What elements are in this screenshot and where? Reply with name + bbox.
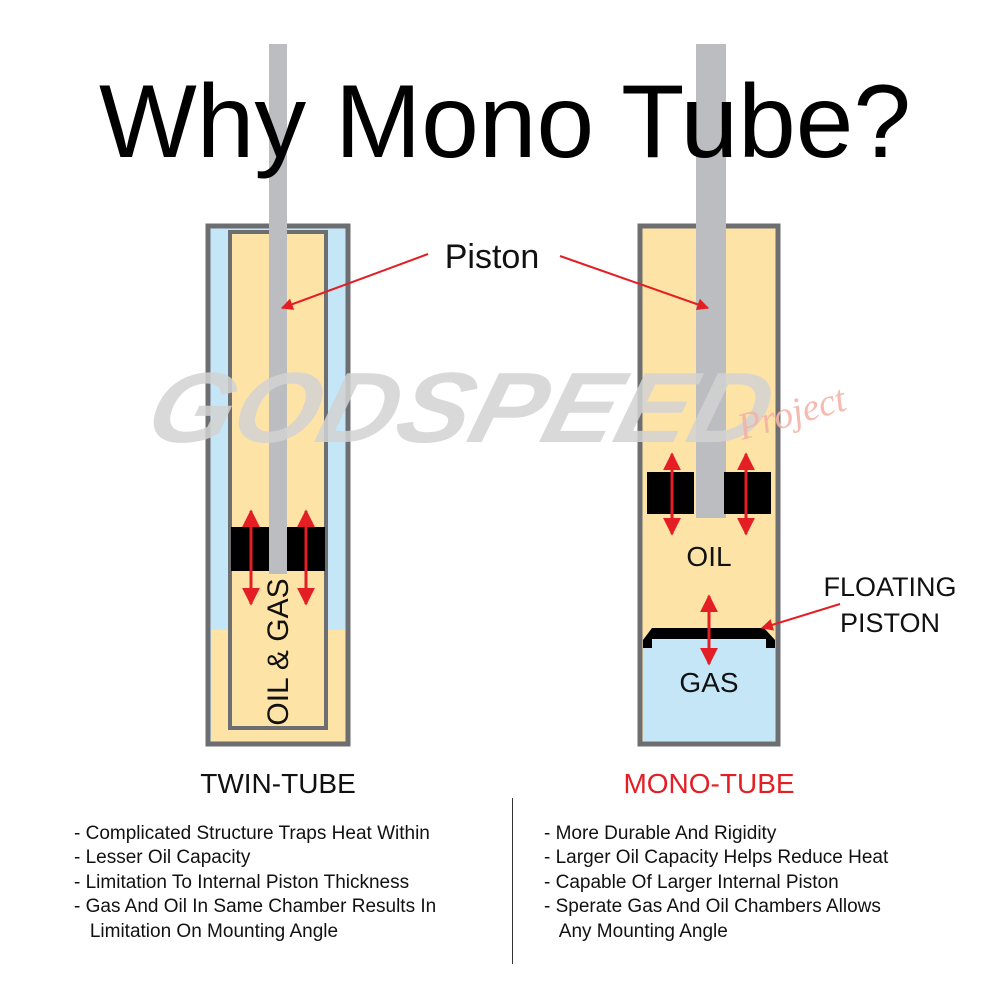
mono-point: - Larger Oil Capacity Helps Reduce Heat — [544, 847, 889, 869]
floating-piston-callout-arrow — [760, 603, 841, 631]
mono-point: Any Mounting Angle — [544, 920, 728, 942]
mono-piston-rod — [696, 44, 726, 518]
piston-arrow-twin — [280, 253, 429, 310]
twin-point: - Complicated Structure Traps Heat Withi… — [74, 823, 430, 844]
mono-tube-points: - More Durable And Rigidity - Larger Oil… — [544, 822, 888, 944]
floating-piston-label-line1: FLOATING — [823, 572, 956, 602]
mono-point: - Capable Of Larger Internal Piston — [544, 871, 839, 893]
mono-gas-label: GAS — [679, 667, 738, 698]
mono-tube-diagram: OIL GAS — [637, 44, 781, 747]
mono-point: - Sperate Gas And Oil Chambers Allows — [544, 896, 881, 918]
mono-oil-label: OIL — [686, 541, 731, 572]
twin-point: - Lesser Oil Capacity — [74, 847, 251, 869]
page-title: Why Mono Tube? — [99, 64, 911, 180]
godspeed-watermark: GODSPEED Project — [136, 352, 852, 464]
twin-piston-rod — [269, 44, 287, 574]
twin-tube-heading: TWIN-TUBE — [200, 768, 356, 799]
twin-tube-points: - Complicated Structure Traps Heat Withi… — [74, 822, 436, 944]
piston-arrow-mono — [559, 255, 710, 311]
twin-point: - Gas And Oil In Same Chamber Results In — [74, 896, 437, 918]
twin-point: - Limitation To Internal Piston Thicknes… — [74, 871, 410, 893]
mono-point: - More Durable And Rigidity — [544, 823, 777, 844]
twin-point: Limitation On Mounting Angle — [74, 920, 339, 942]
floating-piston-label-line2: PISTON — [840, 608, 940, 638]
watermark-brand: GODSPEED — [136, 352, 786, 464]
twin-tube-diagram: OIL & GAS — [205, 44, 351, 747]
twin-fluid-label: OIL & GAS — [262, 578, 295, 725]
column-divider — [512, 798, 513, 964]
piston-label: Piston — [445, 238, 540, 276]
mono-tube-heading: MONO-TUBE — [623, 768, 795, 799]
